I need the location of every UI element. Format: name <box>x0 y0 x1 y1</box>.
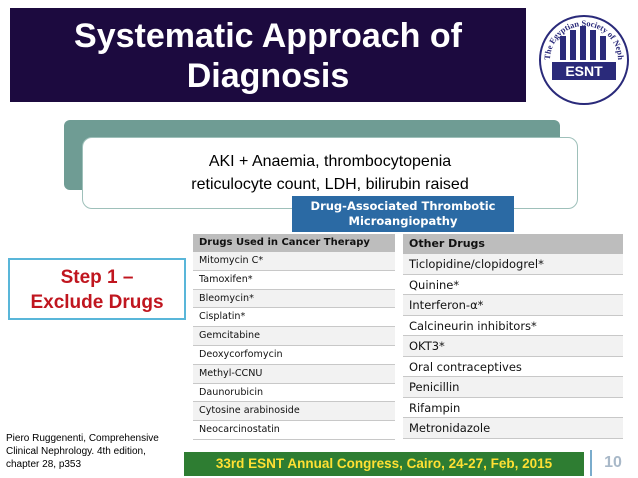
cancer-drugs-table: Drugs Used in Cancer Therapy Mitomycin C… <box>193 234 395 440</box>
table-row: Calcineurin inhibitors* <box>403 316 623 336</box>
logo-text: ESNT <box>565 63 603 79</box>
congress-footer: 33rd ESNT Annual Congress, Cairo, 24-27,… <box>184 452 584 476</box>
step-line-2: Exclude Drugs <box>30 292 164 313</box>
table-row: Mitomycin C* <box>193 252 395 271</box>
table-row: Oral contraceptives <box>403 357 623 377</box>
citation: Piero Ruggenenti, Comprehensive Clinical… <box>6 432 186 471</box>
slide-title: Systematic Approach of Diagnosis <box>10 8 526 102</box>
step-1-box: Step 1 – Exclude Drugs <box>8 258 186 320</box>
table-row: Neocarcinostatin <box>193 421 395 440</box>
dat-line-2: Microangiopathy <box>348 214 458 228</box>
other-drugs-header: Other Drugs <box>403 234 623 254</box>
table-row: OKT3* <box>403 336 623 357</box>
aki-line-1: AKI + Anaemia, thrombocytopenia <box>208 153 452 170</box>
table-row: Bleomycin* <box>193 289 395 309</box>
other-drugs-table: Other Drugs Ticlopidine/clopidogrel* Qui… <box>403 234 623 439</box>
table-row: Ticlopidine/clopidogrel* <box>403 254 623 275</box>
citation-line-1: Piero Ruggenenti, Comprehensive <box>6 433 159 444</box>
table-row: Tamoxifen* <box>193 271 395 290</box>
step-line-1: Step 1 – <box>60 267 134 288</box>
table-row: Quinine* <box>403 275 623 295</box>
cancer-drugs-header: Drugs Used in Cancer Therapy <box>193 234 395 252</box>
table-row: Metronidazole <box>403 418 623 439</box>
title-line-2: Diagnosis <box>186 57 350 95</box>
dat-line-1: Drug-Associated Thrombotic <box>310 199 496 213</box>
title-line-1: Systematic Approach of <box>74 17 462 55</box>
dat-header: Drug-Associated Thrombotic Microangiopat… <box>292 196 514 232</box>
table-row: Rifampin <box>403 398 623 418</box>
table-row: Interferon-α* <box>403 295 623 316</box>
table-row: Cisplatin* <box>193 308 395 328</box>
table-row: Cytosine arabinoside <box>193 402 395 422</box>
table-row: Daunorubicin <box>193 384 395 403</box>
citation-line-2: Clinical Nephrology. 4th edition, <box>6 446 146 457</box>
citation-line-3: chapter 28, p353 <box>6 459 82 470</box>
aki-line-2: reticulocyte count, LDH, bilirubin raise… <box>191 176 469 193</box>
table-row: Deoxycorfomycin <box>193 346 395 365</box>
table-row: Gemcitabine <box>193 327 395 346</box>
table-row: Penicillin <box>403 377 623 398</box>
page-number: 10 <box>590 450 634 476</box>
esnt-logo: The Egyptian Society of Nephrology and T… <box>530 2 629 105</box>
table-row: Methyl-CCNU <box>193 364 395 384</box>
